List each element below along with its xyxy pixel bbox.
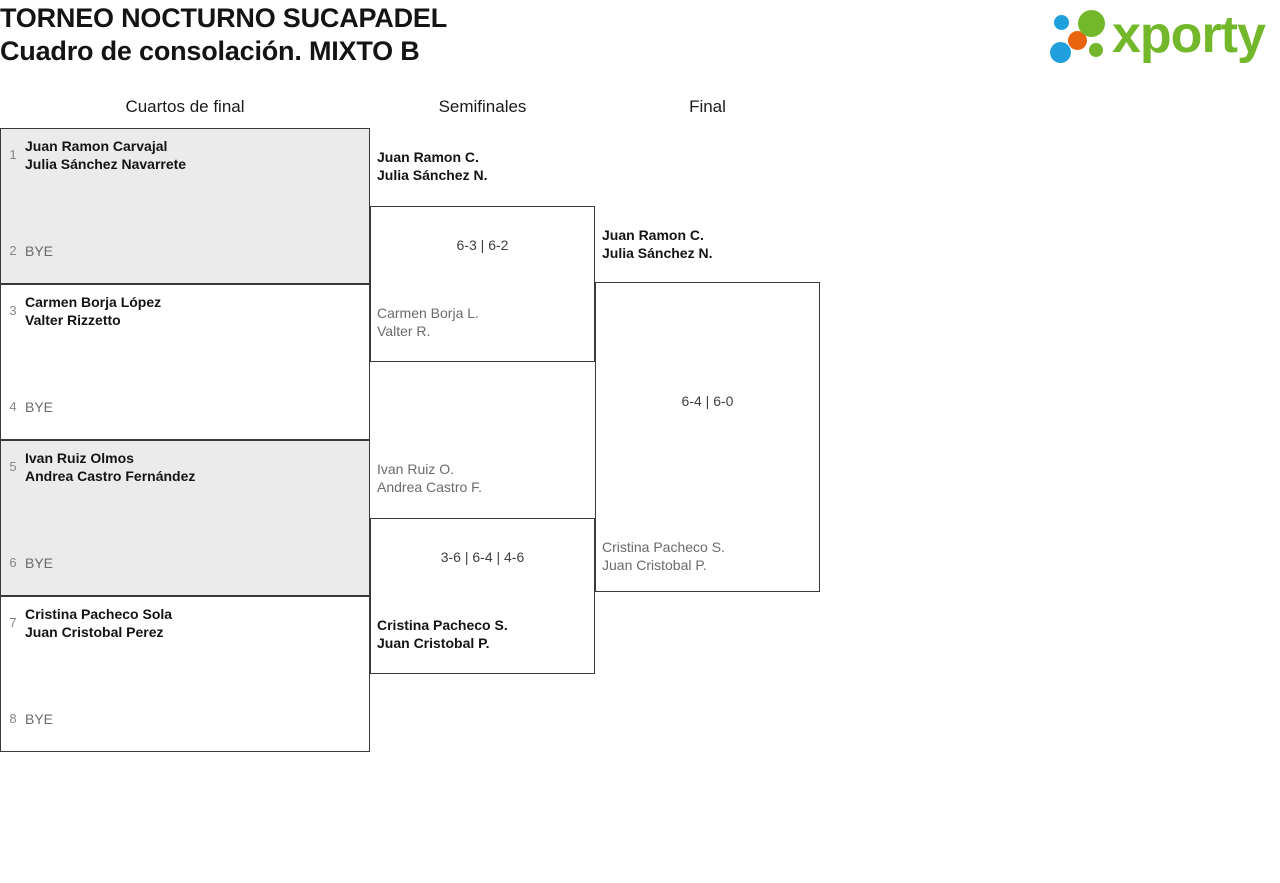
final-score: 6-4 | 6-0 — [681, 393, 734, 409]
qf-slot-8[interactable]: 8 BYE — [1, 710, 369, 728]
sf1-team-top-line2: Julia Sánchez N. — [377, 167, 488, 183]
final-team-bottom-line2: Juan Cristobal P. — [602, 557, 707, 573]
logo-dot-blue-large — [1050, 42, 1071, 63]
seed-number: 7 — [9, 615, 17, 630]
final-team-top-line1: Juan Ramon C. — [602, 227, 704, 243]
sf2-team-top-line1: Ivan Ruiz O. — [377, 461, 455, 477]
seed-number: 1 — [9, 147, 17, 162]
round-header-semifinals: Semifinales — [438, 97, 527, 116]
xporty-logo[interactable]: xporty — [1050, 6, 1274, 66]
bye-label: BYE — [25, 399, 54, 415]
sf2-team-bottom-line2: Juan Cristobal P. — [377, 635, 490, 651]
qf-slot-6[interactable]: 6 BYE — [1, 554, 369, 572]
sf1-team-bottom-line1: Carmen Borja L. — [377, 305, 479, 321]
seed-number: 3 — [9, 303, 17, 318]
qf-match-1[interactable]: 1 Juan Ramon Carvajal Julia Sánchez Nava… — [0, 128, 370, 284]
final-team-top-line2: Julia Sánchez N. — [602, 245, 713, 261]
seed-number: 6 — [9, 555, 17, 570]
sf1-team-bottom-line2: Valter R. — [377, 323, 431, 339]
seed-number: 2 — [9, 243, 17, 258]
final-match-connector[interactable] — [595, 282, 820, 592]
final-team-bottom-line1: Cristina Pacheco S. — [602, 539, 725, 555]
sf1-score: 6-3 | 6-2 — [456, 237, 509, 253]
sf2-team-top-line2: Andrea Castro F. — [377, 479, 483, 495]
logo-dot-green-small — [1089, 43, 1103, 57]
qf-slot-7[interactable]: 7 Cristina Pacheco Sola Juan Cristobal P… — [1, 605, 369, 641]
sf1-team-top-line1: Juan Ramon C. — [377, 149, 479, 165]
qf-match-4[interactable]: 7 Cristina Pacheco Sola Juan Cristobal P… — [0, 596, 370, 752]
logo-wordmark: xporty — [1112, 6, 1266, 64]
round-header-final: Final — [689, 97, 726, 116]
bye-label: BYE — [25, 243, 54, 259]
bye-label: BYE — [25, 711, 54, 727]
qf-slot-1[interactable]: 1 Juan Ramon Carvajal Julia Sánchez Nava… — [1, 137, 369, 173]
sf-match-2-connector[interactable] — [370, 518, 595, 674]
seed-number: 8 — [9, 711, 17, 726]
sf-match-1-connector[interactable] — [370, 206, 595, 362]
sf2-score: 3-6 | 6-4 | 4-6 — [440, 549, 525, 565]
team-names: Cristina Pacheco Sola Juan Cristobal Per… — [25, 606, 173, 640]
logo-dots-icon — [1050, 10, 1112, 63]
team-names: Carmen Borja López Valter Rizzetto — [25, 294, 162, 328]
seed-number: 4 — [9, 399, 17, 414]
logo-dot-orange — [1068, 31, 1087, 50]
team-names: Ivan Ruiz Olmos Andrea Castro Fernández — [25, 450, 196, 484]
logo-dot-green-large — [1078, 10, 1105, 37]
qf-slot-5[interactable]: 5 Ivan Ruiz Olmos Andrea Castro Fernánde… — [1, 449, 369, 485]
sf2-team-bottom-line1: Cristina Pacheco S. — [377, 617, 508, 633]
seed-number: 5 — [9, 459, 17, 474]
qf-slot-4[interactable]: 4 BYE — [1, 398, 369, 416]
qf-slot-3[interactable]: 3 Carmen Borja López Valter Rizzetto — [1, 293, 369, 329]
round-header-quarterfinals: Cuartos de final — [125, 97, 245, 116]
bye-label: BYE — [25, 555, 54, 571]
qf-slot-2[interactable]: 2 BYE — [1, 242, 369, 260]
logo-dot-blue-small — [1054, 15, 1069, 30]
qf-match-3[interactable]: 5 Ivan Ruiz Olmos Andrea Castro Fernánde… — [0, 440, 370, 596]
qf-match-2[interactable]: 3 Carmen Borja López Valter Rizzetto 4 B… — [0, 284, 370, 440]
team-names: Juan Ramon Carvajal Julia Sánchez Navarr… — [25, 138, 187, 172]
tournament-name: TORNEO NOCTURNO SUCAPADEL — [0, 3, 448, 33]
draw-name: Cuadro de consolación. MIXTO B — [0, 36, 420, 66]
page-title: TORNEO NOCTURNO SUCAPADEL Cuadro de cons… — [0, 2, 900, 68]
